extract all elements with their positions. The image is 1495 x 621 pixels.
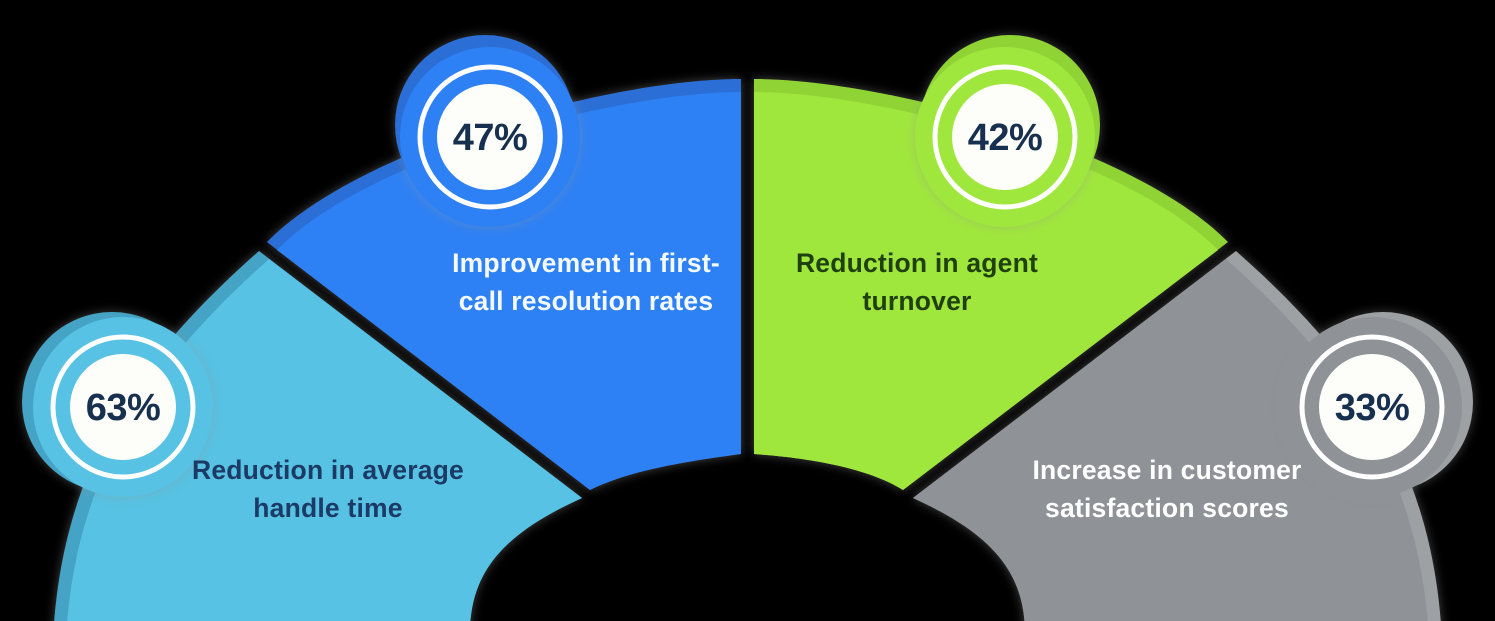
badge-inner-circle <box>1319 354 1425 460</box>
stat-value-42: 42% <box>968 117 1043 159</box>
label-agent-turnover-line2: turnover <box>862 286 971 316</box>
wedge-customer-satisfaction-face <box>913 259 1428 621</box>
wedge-first-call-resolution-face <box>277 92 741 490</box>
stat-value-63: 63% <box>86 387 161 429</box>
label-first-call-line1: Improvement in first- <box>452 248 720 278</box>
badge-customer-satisfaction: 33% <box>1282 312 1473 497</box>
stat-value-33: 33% <box>1335 387 1410 429</box>
badge-first-call-resolution: 47% <box>395 35 580 227</box>
wedge-reduction-handle-time-face <box>67 259 582 621</box>
badge-ring <box>932 64 1078 210</box>
label-satisfaction-line1: Increase in customer <box>1032 455 1301 485</box>
label-satisfaction-line2: satisfaction scores <box>1045 493 1289 523</box>
badge-ring <box>50 334 196 480</box>
badge-agent-turnover: 42% <box>915 35 1100 227</box>
label-handle-time-line1: Reduction in average <box>192 455 464 485</box>
badge-ring <box>1299 334 1445 480</box>
label-agent-turnover-line1: Reduction in agent <box>796 248 1038 278</box>
wedge-first-call-resolution <box>267 79 741 490</box>
label-first-call-line2: call resolution rates <box>459 286 714 316</box>
badge-inner-circle <box>437 84 543 190</box>
badge-inner-circle <box>952 84 1058 190</box>
wedge-layer <box>54 79 1441 621</box>
label-handle-time-line2: handle time <box>253 493 402 523</box>
badge-ring <box>417 64 563 210</box>
stat-value-47: 47% <box>453 117 528 159</box>
badge-inner-circle <box>70 354 176 460</box>
wedge-agent-turnover-face <box>754 92 1218 490</box>
badge-reduction-handle-time: 63% <box>22 312 213 497</box>
wedge-agent-turnover <box>754 79 1228 490</box>
